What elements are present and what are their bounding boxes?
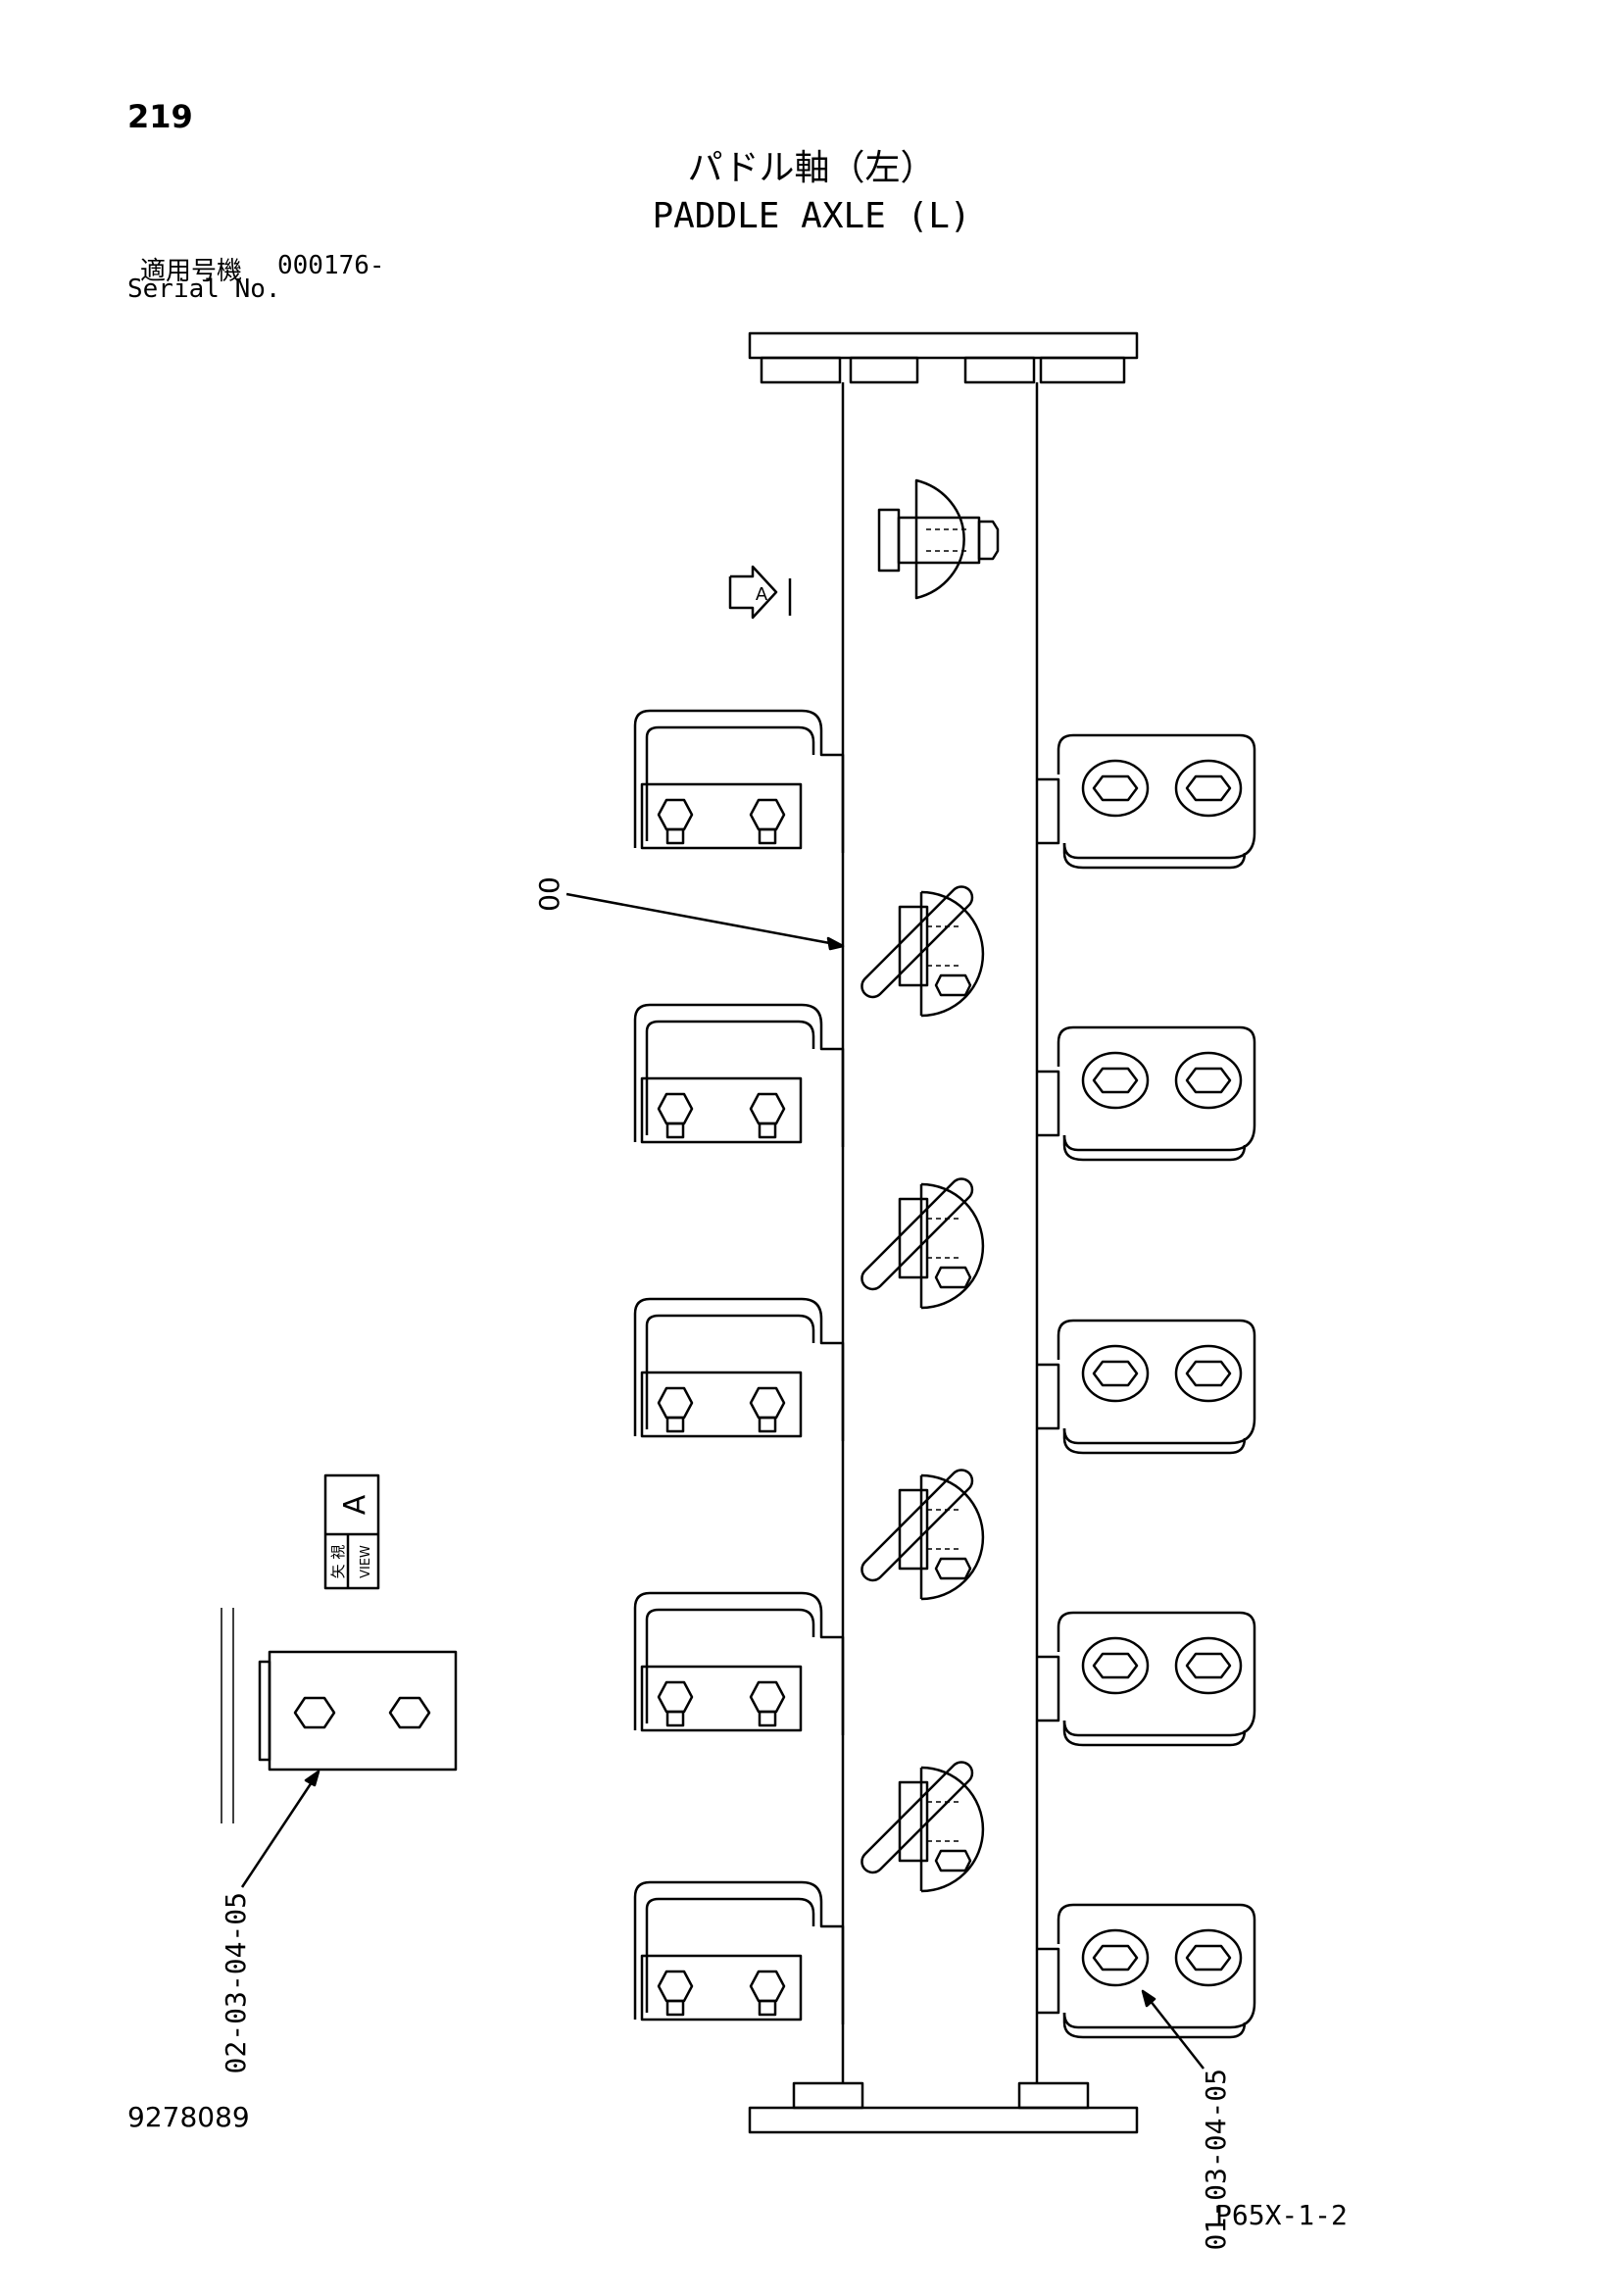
leader-left-detail <box>240 1770 320 1888</box>
title-english: PADDLE AXLE (L) <box>652 196 971 236</box>
left-bracket-3 <box>633 1297 845 1441</box>
top-bolt-detail <box>877 478 1000 600</box>
page-number: 219 <box>127 98 193 135</box>
left-brackets <box>633 709 845 2024</box>
view-a-arrow <box>728 565 792 620</box>
serial-number-value: 000176- <box>277 251 385 280</box>
callout-right-detail: 01-03-04-05 <box>1200 2069 1232 2250</box>
axle-shaft <box>841 382 1039 2083</box>
leader-part-00 <box>566 892 845 951</box>
shaft-bolt-2 <box>861 1177 985 1310</box>
left-bracket-5 <box>633 1880 845 2024</box>
shaft-bolt-3 <box>861 1469 985 1601</box>
leader-right-detail <box>1141 1989 1205 2070</box>
left-bracket-1 <box>633 709 845 853</box>
view-a-arrow-letter: A <box>756 584 768 605</box>
sheet-reference: P65X-1-2 <box>1215 2199 1348 2231</box>
right-bracket-2 <box>1037 1025 1256 1162</box>
hex-nut-pair <box>657 798 786 845</box>
right-bracket-4 <box>1037 1611 1256 1747</box>
callout-left-detail: 02-03-04-05 <box>220 1892 252 2073</box>
right-brackets <box>1037 733 1256 2039</box>
title-japanese: パドル軸（左） <box>687 148 936 188</box>
right-bracket-5 <box>1037 1903 1256 2039</box>
right-bracket-1 <box>1037 733 1256 870</box>
left-bracket-4 <box>633 1591 845 1735</box>
shaft-bolt-details <box>861 885 985 1893</box>
shaft-bolt-1 <box>861 885 985 1018</box>
callout-part-00: 00 <box>533 876 566 912</box>
serial-label-japanese: 適用号機 <box>140 257 243 286</box>
view-a-box <box>323 1473 380 1590</box>
shaft-bolt-4 <box>861 1761 985 1893</box>
view-a-detail <box>221 1608 458 1823</box>
view-a-box-english: VIEW <box>359 1545 373 1578</box>
top-flange <box>748 331 1139 384</box>
right-bracket-3 <box>1037 1319 1256 1455</box>
serial-label-english: Serial No. <box>127 275 281 304</box>
drawing-number: 9278089 <box>127 2101 250 2133</box>
bottom-flange <box>748 2081 1139 2134</box>
left-bracket-2 <box>633 1003 845 1147</box>
view-a-box-letter: A <box>338 1494 372 1515</box>
view-a-box-japanese: 矢 視 <box>329 1545 347 1579</box>
